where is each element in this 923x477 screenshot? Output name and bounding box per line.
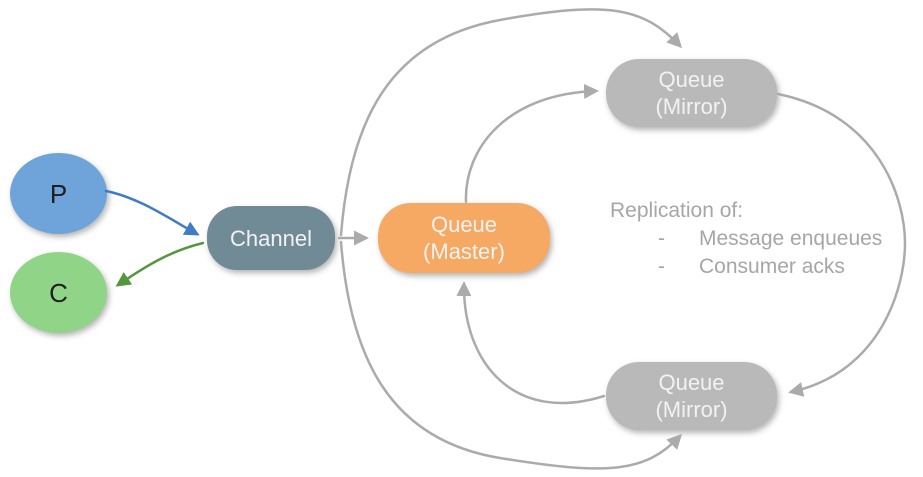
queue-mirror-bottom-label-line1: Queue (658, 370, 725, 395)
edge-mirror-bottom-to-master (456, 281, 606, 405)
queue-mirror-bottom-node: Queue (Mirror) (606, 362, 777, 430)
edge-channel-to-consumer (115, 241, 205, 287)
consumer-label: C (49, 277, 68, 308)
replication-annotation-title: Replication of: (610, 199, 744, 222)
replication-annotation-item-text: Consumer acks (699, 255, 845, 278)
bullet-dash: - (658, 227, 665, 250)
consumer-node: C (10, 252, 107, 333)
queue-mirror-top-node: Queue (Mirror) (606, 59, 777, 127)
replication-annotation-item-text: Message enqueues (699, 227, 883, 250)
replication-annotation-item: - Message enqueues (610, 225, 920, 253)
queue-mirror-top-label-line1: Queue (658, 67, 725, 92)
producer-label: P (49, 178, 68, 209)
replication-annotation-item: - Consumer acks (610, 253, 920, 281)
queue-mirror-bottom-label-line2: (Mirror) (655, 397, 728, 422)
queue-mirror-top-label-line2: (Mirror) (655, 94, 728, 119)
queue-master-label-line1: Queue (430, 212, 498, 237)
channel-label: Channel (230, 225, 312, 251)
channel-node: Channel (207, 206, 335, 270)
queue-master-node: Queue (Master) (378, 203, 550, 273)
edge-master-to-mirror-top (464, 83, 599, 204)
replication-annotation: Replication of: - Message enqueues - Con… (610, 197, 920, 281)
edge-producer-to-channel (104, 189, 200, 236)
producer-node: P (10, 153, 107, 234)
queue-master-label-line2: (Master) (423, 239, 505, 264)
bullet-dash: - (658, 255, 665, 278)
